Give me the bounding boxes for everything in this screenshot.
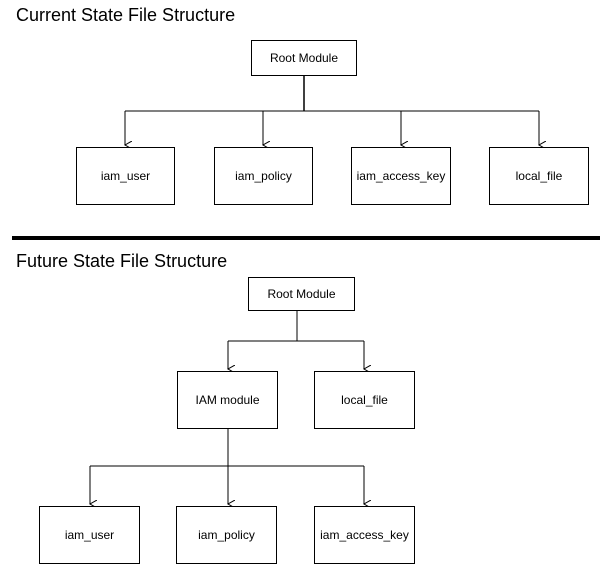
current-root-module-box: Root Module [251,40,357,76]
current-local-file-box: local_file [489,147,589,205]
future-iam-policy-label: iam_policy [198,528,255,542]
future-iam-access-key-box: iam_access_key [314,506,415,564]
future-local-file-box: local_file [314,371,415,429]
future-iam-access-key-label: iam_access_key [320,528,409,542]
future-root-module-label: Root Module [267,287,336,301]
future-iam-user-box: iam_user [39,506,140,564]
current-state-title: Current State File Structure [16,5,236,25]
future-iam-module-label: IAM module [195,393,260,407]
future-iam-module-box: IAM module [177,371,278,429]
future-iam-user-label: iam_user [64,528,115,542]
current-root-module-label: Root Module [269,51,339,65]
future-iam-policy-box: iam_policy [176,506,277,564]
current-iam-access-key-box: iam_access_key [351,147,451,205]
future-state-title: Future State File Structure [16,251,228,271]
current-iam-user-label: iam_user [100,169,151,183]
future-root-module-box: Root Module [248,277,355,311]
current-iam-access-key-label: iam_access_key [356,169,446,183]
future-local-file-label: local_file [341,393,388,407]
current-iam-policy-box: iam_policy [214,147,313,205]
section-divider [12,236,600,240]
current-iam-user-box: iam_user [76,147,175,205]
current-local-file-label: local_file [515,169,563,183]
current-iam-policy-label: iam_policy [235,169,292,183]
